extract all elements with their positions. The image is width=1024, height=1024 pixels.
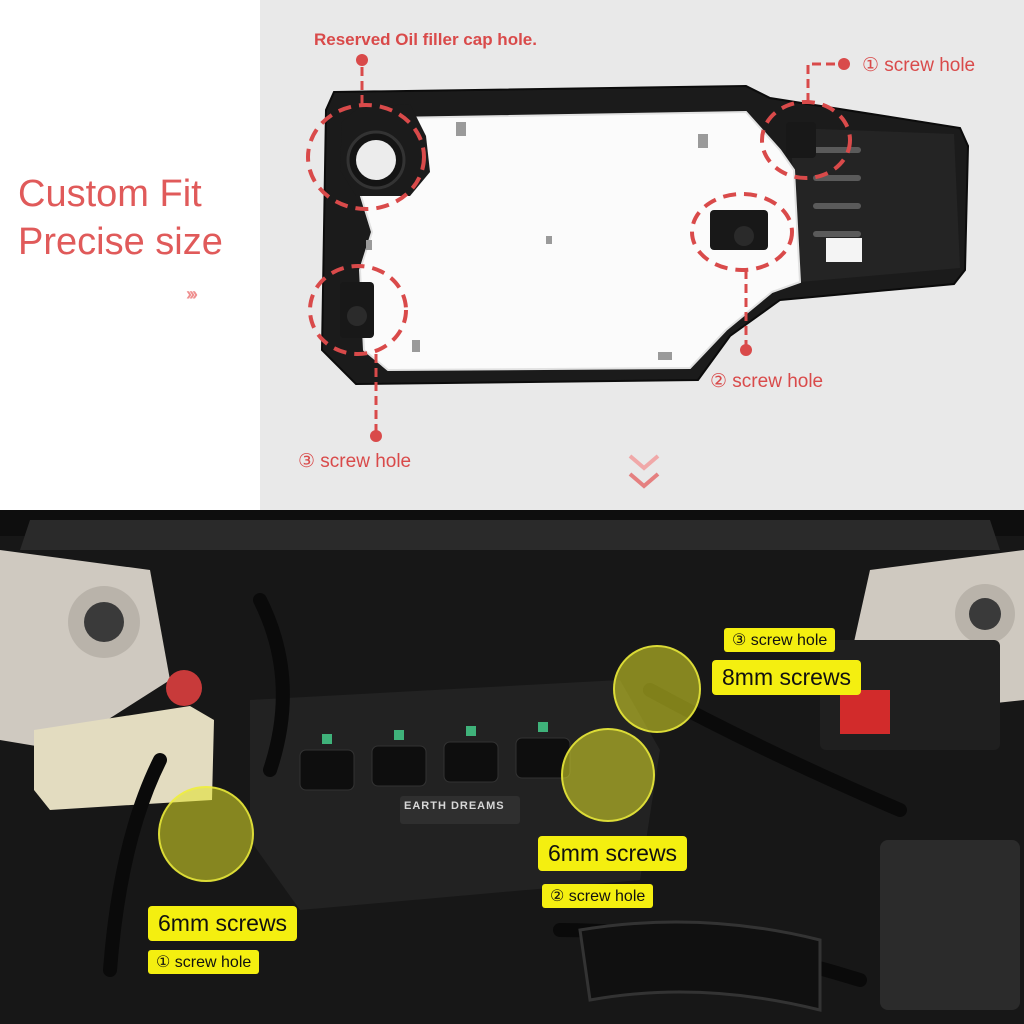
engine-bay-photo: EARTH DREAMS ③ screw hole 8mm screws 6mm… (0, 510, 1024, 1024)
cover-slot (826, 238, 862, 262)
label-6mm-screws-center: 6mm screws (538, 836, 688, 871)
leader-dots (356, 54, 850, 442)
intro-panel: Custom Fit Precise size ››› (0, 0, 260, 510)
insulation-pad (354, 110, 802, 372)
label-6mm-screws-left: 6mm screws (148, 906, 298, 941)
engine-cover-illustration (306, 54, 970, 489)
annotation-screw-hole-1: ① screw hole (862, 55, 976, 76)
screw-hole-3-center (347, 306, 367, 326)
leader-lines (360, 60, 840, 432)
label-screw-hole-1: ① screw hole (148, 950, 260, 974)
highlight-circles (306, 100, 852, 356)
headline-line-1: Custom Fit (18, 173, 202, 215)
headline: Custom Fit Precise size (18, 170, 223, 266)
label-screw-hole-3: ③ screw hole (724, 628, 836, 652)
highlight-screw-8mm (613, 645, 701, 733)
screw-boss-1 (786, 122, 816, 158)
annotation-screw-hole-2: ② screw hole (710, 371, 824, 392)
highlight-screw-6mm-left (158, 786, 254, 882)
product-panel: Reserved Oil filler cap hole. ① screw ho… (260, 0, 1024, 510)
annotation-oil-filler: Reserved Oil filler cap hole. (314, 30, 537, 49)
headline-line-2: Precise size (18, 221, 223, 263)
screw-hole-2-center (734, 226, 754, 246)
engine-bay-illustration (0, 510, 1024, 1024)
chevron-right-icon: ››› (186, 284, 198, 304)
highlight-screw-6mm-center (561, 728, 655, 822)
label-8mm-screws: 8mm screws (712, 660, 862, 695)
label-screw-hole-2: ② screw hole (542, 884, 654, 908)
pad-stitches (366, 122, 708, 360)
annotation-screw-hole-3: ③ screw hole (298, 451, 412, 472)
cover-ribs (813, 147, 861, 237)
chevron-down-icon (628, 454, 660, 489)
engine-badge: EARTH DREAMS (404, 800, 505, 812)
oil-filler-hole (356, 140, 396, 180)
